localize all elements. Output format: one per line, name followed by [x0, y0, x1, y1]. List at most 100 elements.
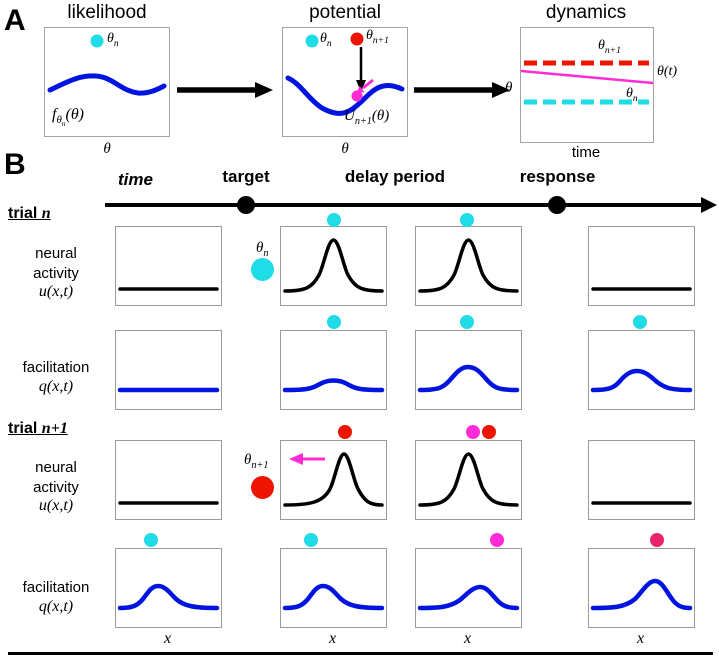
timeline-time-label: time — [118, 170, 153, 189]
drift-arrow — [362, 78, 374, 90]
u-xt-label: u(x,t) — [38, 497, 74, 514]
flow-arrow-1 — [177, 82, 273, 98]
theta-t-trajectory-line — [520, 69, 654, 85]
facilitation-bump — [417, 364, 520, 393]
u-xt-label: u(x,t) — [38, 283, 74, 300]
potential-canvas — [285, 32, 405, 116]
q-xt-label: q(x,t) — [38, 597, 74, 615]
bump-activity-curve — [418, 238, 519, 293]
neural-activity-row-label-2: neural activity u(x,t) — [4, 458, 108, 515]
theta-n1-label: θn+1 — [598, 38, 621, 56]
shift-arrow-head — [289, 453, 303, 465]
cyan-stimulus-dot — [633, 315, 647, 329]
timeline-delay-label: delay period — [344, 167, 446, 186]
cyan-stimulus-dot — [460, 213, 474, 227]
facilitation-bump — [117, 583, 220, 611]
theta-n-dot — [305, 34, 319, 48]
neural-activity-row-label-1: neural activity u(x,t) — [4, 244, 108, 301]
theta-n-cue-label: θn — [256, 240, 269, 259]
trial-n1-label: trial n+1 — [8, 420, 68, 437]
panel-a-label: A — [4, 4, 26, 37]
theta-n1-label: θn+1 — [366, 28, 389, 46]
plot-trialn-facil-1 — [115, 330, 222, 410]
cyan-stimulus-dot — [304, 533, 318, 547]
facilitation-bump — [417, 584, 520, 611]
theta-n1-cue-dot — [251, 476, 274, 499]
target-event-dot — [237, 196, 255, 214]
dynamics-ylabel: θ — [505, 80, 513, 96]
plot-trialn-facil-3 — [415, 330, 522, 410]
panel-b-label: B — [4, 148, 26, 181]
likelihood-function-label: fθn(θ) — [52, 106, 84, 129]
theta-n-dot — [90, 34, 104, 48]
trial-n-label: trial n — [8, 205, 51, 222]
red-stimulus-dot — [338, 425, 352, 439]
plot-trialn1-facil-4 — [588, 548, 695, 628]
plot-trialn1-facil-3 — [415, 548, 522, 628]
facilitation-bump — [590, 578, 693, 611]
theta-t-label: θ(t) — [657, 64, 678, 79]
timeline-response-label: response — [519, 167, 596, 186]
timeline-arrow — [105, 196, 717, 214]
cyan-stimulus-dot — [460, 315, 474, 329]
theta-n-label: θn — [320, 31, 332, 49]
likelihood-plot — [44, 27, 170, 137]
theta-n1-dot — [350, 32, 364, 46]
bottom-rule — [8, 652, 713, 655]
plot-trialn-neural-4 — [588, 226, 695, 306]
plot-trialn1-facil-1 — [115, 548, 222, 628]
potential-curve — [285, 75, 405, 116]
x-axis-label: x — [163, 630, 172, 647]
red-stimulus-dot — [482, 425, 496, 439]
bump-activity-curve — [283, 238, 384, 293]
magenta-stimulus-dot — [490, 533, 504, 547]
x-axis-label: x — [328, 630, 337, 647]
plot-trialn1-facil-2 — [280, 548, 387, 628]
plot-trialn1-neural-1 — [115, 440, 222, 520]
likelihood-title: likelihood — [67, 2, 147, 23]
potential-plot — [282, 27, 408, 137]
dynamics-title: dynamics — [545, 2, 627, 23]
flow-arrow-2 — [414, 82, 510, 98]
magenta-stimulus-dot — [466, 425, 480, 439]
dynamics-xlabel: time — [571, 144, 601, 161]
plot-trialn-neural-2 — [280, 226, 387, 306]
theta-n-label: θn — [107, 31, 119, 49]
theta-n-cue-dot — [251, 258, 274, 281]
likelihood-curve — [47, 73, 167, 96]
plot-trialn1-neural-4 — [588, 440, 695, 520]
cyan-stimulus-dot — [144, 533, 158, 547]
crimson-stimulus-dot — [650, 533, 664, 547]
x-axis-label: x — [636, 630, 645, 647]
plot-trialn1-neural-2 — [280, 440, 387, 520]
potential-xlabel: θ — [341, 141, 349, 157]
dynamics-plot — [520, 27, 654, 143]
facilitation-row-label-2: facilitation q(x,t) — [4, 578, 108, 615]
potential-function-label: Un+1(θ) — [344, 108, 390, 127]
facilitation-bump — [590, 368, 693, 393]
plot-trialn-facil-4 — [588, 330, 695, 410]
down-arrow-head — [356, 80, 366, 92]
drift-dot — [351, 90, 363, 102]
bump-activity-curve — [283, 452, 384, 507]
dynamics-canvas — [520, 60, 654, 105]
potential-title: potential — [309, 2, 381, 23]
theta-n-label: θn — [626, 86, 638, 104]
likelihood-canvas — [47, 34, 167, 96]
facilitation-row-label-1: facilitation q(x,t) — [4, 358, 108, 395]
cyan-stimulus-dot — [327, 213, 341, 227]
cyan-stimulus-dot — [327, 315, 341, 329]
plot-trialn-neural-1 — [115, 226, 222, 306]
q-xt-label: q(x,t) — [38, 377, 74, 395]
likelihood-xlabel: θ — [103, 141, 111, 157]
bump-activity-curve — [418, 452, 519, 507]
plot-trialn-neural-3 — [415, 226, 522, 306]
response-event-dot — [548, 196, 566, 214]
x-axis-label: x — [463, 630, 472, 647]
small-facilitation-bump — [282, 378, 385, 393]
theta-n1-cue-label: θn+1 — [244, 452, 269, 471]
facilitation-bump — [282, 583, 385, 611]
plot-trialn1-neural-3 — [415, 440, 522, 520]
plot-trialn-facil-2 — [280, 330, 387, 410]
